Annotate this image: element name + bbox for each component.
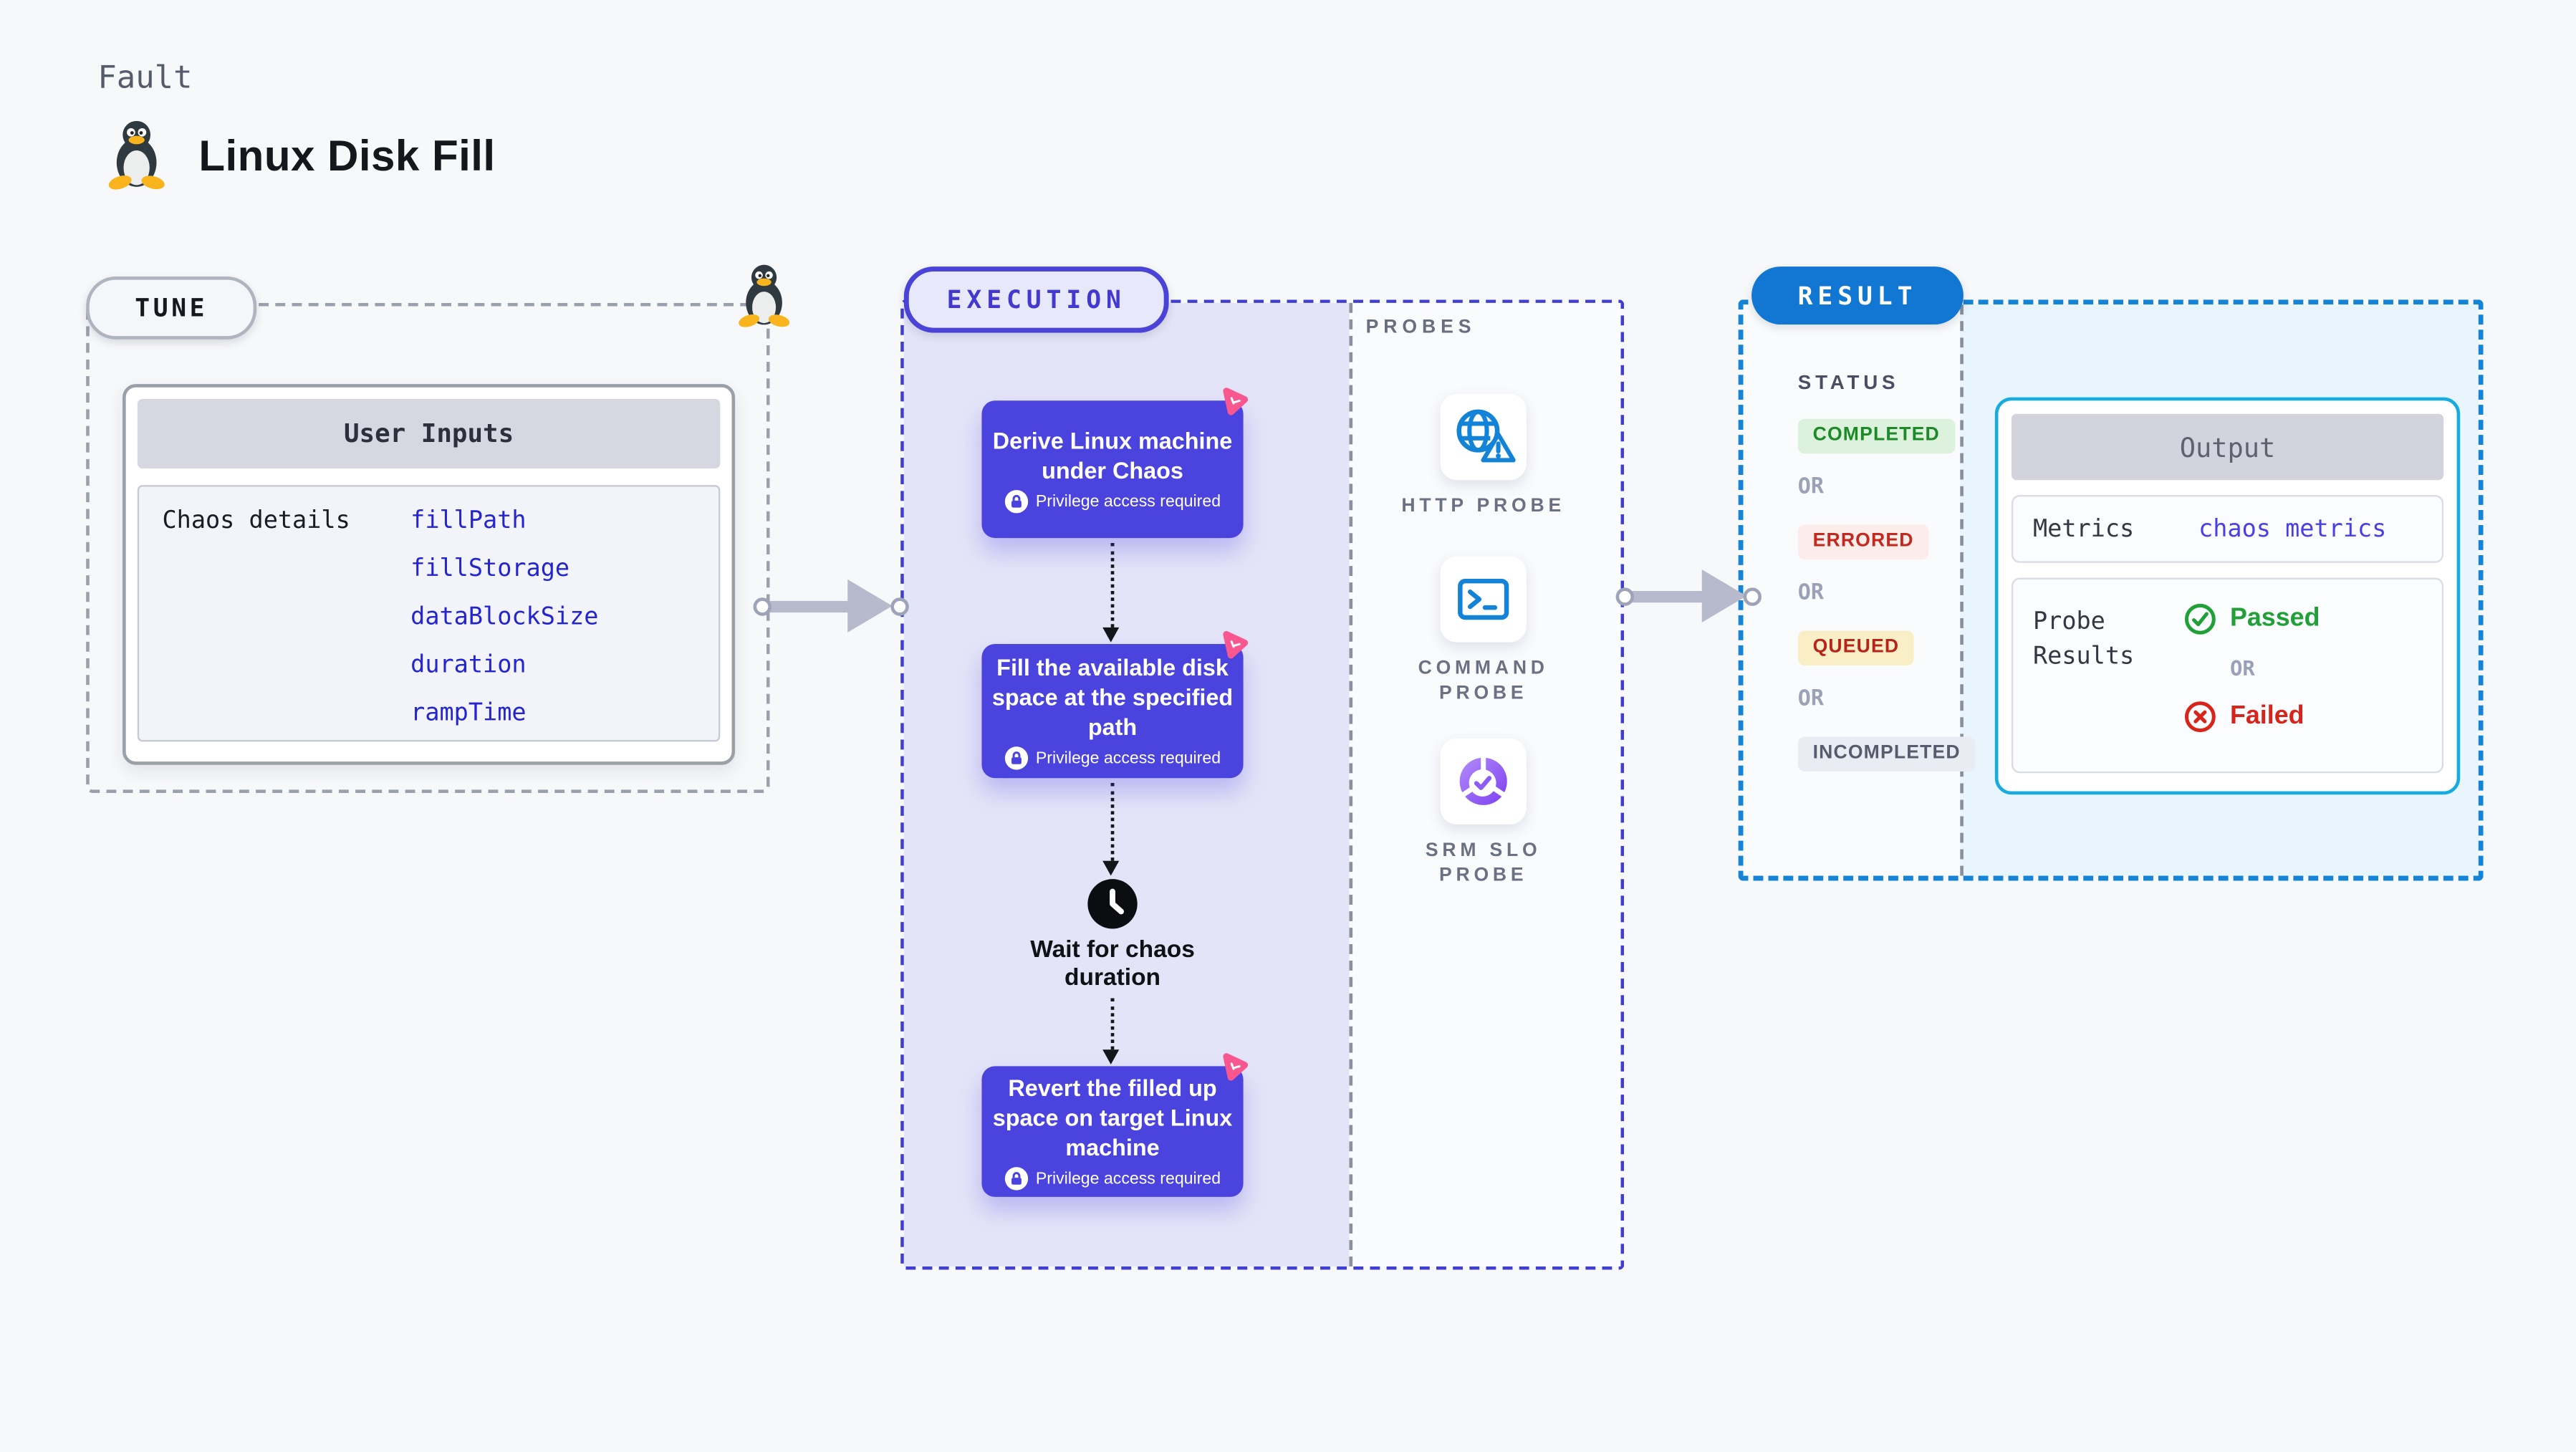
privilege-note: Privilege access required — [1004, 490, 1221, 514]
user-inputs-body: Chaos details fillPath fillStorage dataB… — [137, 485, 721, 742]
status-heading: STATUS — [1797, 370, 1900, 395]
exec-result-arrow — [1629, 590, 1706, 602]
input-datablocksize[interactable]: dataBlockSize — [410, 604, 599, 631]
step-revert-space: Revert the filled up space on target Lin… — [981, 1066, 1243, 1197]
probe-results-box: Probe Results Passed OR Failed — [2011, 577, 2444, 774]
connector-dot — [753, 597, 772, 615]
flow-connector — [1110, 783, 1115, 861]
chaos-metrics-link[interactable]: chaos metrics — [2198, 515, 2387, 542]
connector-dot — [890, 597, 909, 615]
or-separator: OR — [1797, 687, 1824, 712]
http-probe-label: HTTP PROBE — [1401, 496, 1565, 517]
chaos-details-label: Chaos details — [162, 508, 350, 535]
lock-icon — [1004, 490, 1028, 514]
privilege-note-text: Privilege access required — [1035, 492, 1221, 511]
probe-results-values: Passed OR Failed — [2183, 602, 2320, 734]
flow-arrowhead — [1102, 627, 1120, 643]
metrics-row: Metrics chaos metrics — [2011, 495, 2444, 563]
tune-section — [86, 302, 770, 793]
chaos-fault-icon — [1219, 1052, 1250, 1083]
execution-pill: EXECUTION — [903, 266, 1169, 333]
status-badge-completed: COMPLETED — [1797, 418, 1955, 453]
step-title: Derive Linux machine under Chaos — [992, 427, 1233, 484]
command-probe-label: COMMAND PROBE — [1418, 658, 1549, 703]
or-separator: OR — [1797, 475, 1824, 500]
probe-results-label: Probe Results — [2032, 609, 2135, 670]
http-probe-card — [1440, 394, 1527, 481]
passed-check-icon — [2183, 602, 2216, 635]
tux-corner-icon — [736, 264, 791, 330]
terminal-icon — [1450, 566, 1516, 632]
srm-slo-probe-label: SRM SLO PROBE — [1425, 841, 1542, 885]
command-probe-card — [1440, 556, 1527, 643]
failed-x-icon — [2183, 701, 2216, 734]
status-badge-queued: QUEUED — [1797, 630, 1915, 665]
input-fillstorage[interactable]: fillStorage — [410, 556, 570, 583]
connector-dot — [1742, 587, 1761, 605]
or-separator: OR — [1797, 581, 1824, 606]
chaos-fault-icon — [1219, 629, 1250, 660]
user-inputs-card: User Inputs Chaos details fillPath fillS… — [122, 384, 736, 765]
privilege-note: Privilege access required — [1004, 1167, 1221, 1191]
failed-row: Failed — [2183, 701, 2320, 734]
probes-label: PROBES — [1365, 317, 1476, 338]
step-derive-machine: Derive Linux machine under Chaos Privile… — [981, 400, 1243, 539]
output-card: Output Metrics chaos metrics Probe Resul… — [1994, 397, 2461, 795]
lock-icon — [1004, 1167, 1028, 1191]
privilege-note: Privilege access required — [1004, 746, 1221, 770]
tune-pill: TUNE — [86, 276, 257, 340]
metrics-label: Metrics — [2032, 515, 2135, 542]
tune-exec-arrow — [768, 600, 851, 612]
result-status-area — [1743, 304, 1961, 876]
result-pill: RESULT — [1751, 266, 1964, 324]
flow-arrowhead — [1102, 1049, 1120, 1065]
step-title: Revert the filled up space on target Lin… — [992, 1074, 1233, 1161]
or-separator: OR — [2229, 655, 2255, 681]
step-title: Fill the available disk space at the spe… — [991, 653, 1234, 741]
tune-exec-arrowhead — [847, 579, 893, 633]
exec-result-arrowhead — [1701, 569, 1747, 622]
connector-dot — [1615, 587, 1633, 605]
flow-connector — [1110, 998, 1115, 1050]
page-title: Linux Disk Fill — [198, 130, 496, 181]
failed-label: Failed — [2229, 701, 2305, 731]
passed-row: Passed — [2183, 602, 2320, 635]
globe-alert-icon — [1448, 404, 1518, 470]
tux-title-icon — [107, 120, 166, 193]
chaos-details-values: fillPath fillStorage dataBlockSize durat… — [410, 508, 598, 728]
status-column: STATUS COMPLETED OR ERRORED OR QUEUED OR… — [1797, 370, 1976, 771]
privilege-note-text: Privilege access required — [1035, 1169, 1221, 1188]
slo-donut-icon — [1448, 746, 1518, 816]
status-badge-errored: ERRORED — [1797, 524, 1929, 559]
flow-connector — [1110, 543, 1115, 628]
srm-slo-probe-card — [1440, 738, 1527, 824]
input-ramptime[interactable]: rampTime — [410, 700, 527, 727]
passed-label: Passed — [2229, 604, 2320, 633]
input-duration[interactable]: duration — [410, 652, 527, 679]
step-fill-disk: Fill the available disk space at the spe… — [981, 644, 1243, 779]
wait-step-label: Wait for chaos duration — [1030, 937, 1195, 991]
user-inputs-title: User Inputs — [137, 398, 721, 469]
fault-kicker: Fault — [97, 59, 193, 97]
status-badge-incompleted: INCOMPLETED — [1797, 736, 1976, 771]
chaos-fault-icon — [1219, 385, 1250, 417]
wait-clock-icon — [1087, 879, 1138, 929]
input-fillpath[interactable]: fillPath — [410, 508, 527, 535]
output-title: Output — [2011, 413, 2444, 481]
flow-arrowhead — [1102, 860, 1120, 876]
lock-icon — [1004, 746, 1028, 770]
privilege-note-text: Privilege access required — [1035, 749, 1221, 768]
